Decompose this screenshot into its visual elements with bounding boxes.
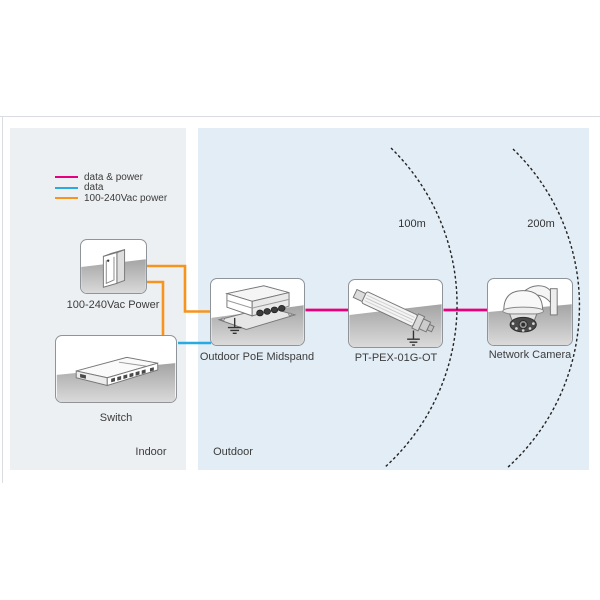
poe-extender-icon <box>349 288 442 347</box>
distance-label-100m: 100m <box>398 218 426 230</box>
page-edge-horizontal <box>0 116 600 117</box>
power-to-midspan-line <box>147 264 211 313</box>
power-supply-node <box>80 239 147 294</box>
distance-label-200m: 200m <box>527 218 555 230</box>
poe-extender-node <box>348 279 443 348</box>
range-arc-200m <box>506 148 581 469</box>
network-switch-icon <box>56 356 176 402</box>
poe-extender-label: PT-PEX-01G-OT <box>354 352 438 364</box>
legend-item-data-power: data & power <box>55 172 167 183</box>
range-arc-100m <box>383 147 458 469</box>
camera-node <box>487 278 573 346</box>
switch-node <box>55 335 177 403</box>
indoor-zone-label: Indoor <box>135 446 167 458</box>
vac-power-line-icon <box>55 197 78 200</box>
camera-label: Network Camera <box>488 349 572 361</box>
ptz-camera-icon <box>488 285 572 345</box>
legend-label: data <box>84 182 104 194</box>
data-line-icon <box>55 186 78 189</box>
outdoor-zone-label: Outdoor <box>213 446 253 458</box>
poe-midspan-icon <box>211 285 304 345</box>
legend-item-data: data <box>55 182 167 194</box>
power-supply-icon <box>81 248 146 293</box>
power-supply-label: 100-240Vac Power <box>66 299 160 311</box>
poe-midspan-label: Outdoor PoE Midspand <box>199 351 315 363</box>
ground-icon <box>407 330 420 346</box>
indoor-zone-panel <box>10 128 186 470</box>
ground-icon <box>227 317 242 335</box>
legend: data & power data 100-240Vac power <box>55 172 167 204</box>
switch-label: Switch <box>99 412 133 424</box>
legend-item-vac-power: 100-240Vac power <box>55 193 167 204</box>
legend-label: 100-240Vac power <box>84 192 168 204</box>
legend-label: data & power <box>84 171 143 183</box>
power-to-switch-line <box>147 280 165 336</box>
data-power-line-icon <box>55 176 78 179</box>
poe-midspan-node <box>210 278 305 346</box>
page-edge-vertical <box>2 116 3 483</box>
